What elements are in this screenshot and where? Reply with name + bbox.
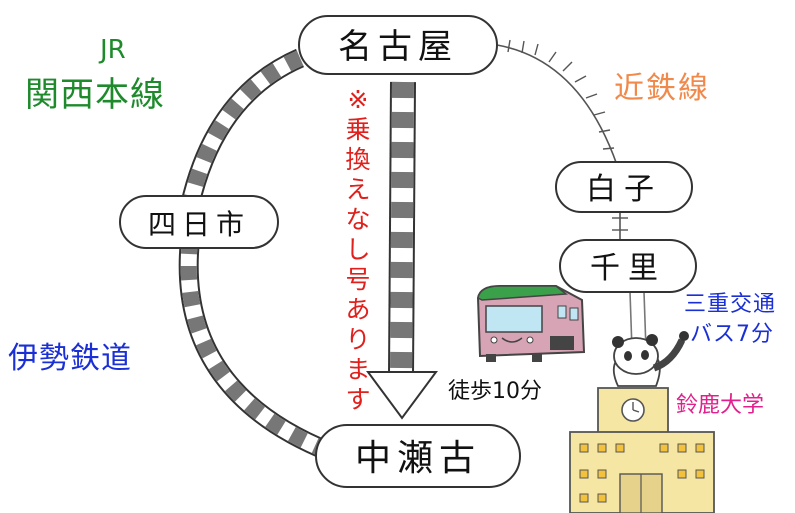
bus-time-label: バス7分 [690,322,774,347]
station-nagoya: 名古屋 [298,15,498,75]
station-yokkaichi-label: 四日市 [148,208,250,241]
kintetsu-line-label: 近鉄線 [614,71,710,106]
direct-note-char: な [345,205,370,234]
jr-prefix-label: JR [98,35,126,65]
ise-line-label: 伊勢鉄道 [8,341,132,376]
station-shiroko-label: 白子 [586,172,662,207]
direct-note-char: ま [345,355,370,384]
direct-note-char: 乗 [345,115,370,144]
direct-train-note: ※ 乗 換 え な し 号 あ り ま す [345,85,370,414]
direct-note-char: え [345,175,370,204]
jr-track [180,48,305,208]
station-senri: 千里 [559,239,697,293]
station-nakaseko-label: 中瀬古 [355,438,481,479]
university-building [569,387,715,513]
station-shiroko: 白子 [555,161,693,213]
bus-illustration [476,285,586,362]
direct-note-char: 号 [345,265,370,294]
direct-note-char: あ [345,295,370,324]
station-nakaseko: 中瀬古 [315,424,521,488]
direct-note-char: す [345,385,370,414]
station-yokkaichi: 四日市 [119,195,279,249]
direct-note-char: 換 [345,145,370,174]
station-senri-label: 千里 [590,251,666,286]
station-nagoya-label: 名古屋 [338,27,458,67]
jr-line-label: 関西本線 [25,75,165,115]
bus-company-label: 三重交通 [684,292,776,317]
direct-arrow-head [366,371,438,420]
kintetsu-ticks [507,39,615,150]
panda-illustration [612,331,689,387]
direct-note-char: し [345,235,370,264]
walk-time-label: 徒歩10分 [448,379,542,404]
direct-note-char: り [345,325,370,354]
direct-note-char: ※ [348,85,369,114]
kintetsu-track [496,44,618,166]
university-label: 鈴鹿大学 [676,393,764,418]
